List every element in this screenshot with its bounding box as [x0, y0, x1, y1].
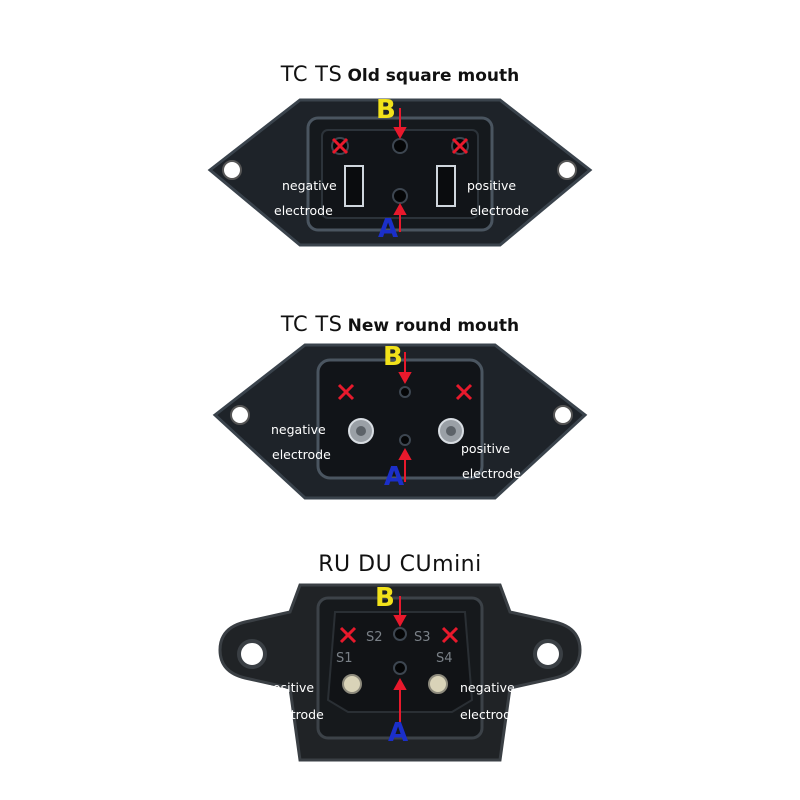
socket-3-mount-hole-left — [237, 639, 267, 669]
socket-2-left-label-line2: electrode — [272, 447, 331, 462]
socket-1-pin-hole-b — [392, 138, 408, 154]
socket-3-title: RU DU CUmini — [0, 552, 800, 577]
socket-2-label-b: B — [383, 342, 403, 372]
socket-3-pin-hole-b — [393, 627, 407, 641]
socket-3-cross-left — [339, 626, 357, 644]
socket-3-arrow-a — [393, 677, 407, 722]
socket-1-title-type: Old square mouth — [347, 66, 520, 86]
socket-2-right-label-line1: positive — [461, 441, 511, 456]
socket-3-negative-terminal — [428, 674, 448, 694]
socket-2-left-label-line1: negative — [271, 422, 326, 437]
socket-1-cross-right — [451, 137, 469, 155]
socket-2-label-a: A — [384, 462, 405, 492]
socket-3-right-label-line2: electrode — [460, 707, 519, 722]
socket-1-arrow-a — [393, 202, 407, 232]
socket-1-left-label-line1: negative — [282, 178, 337, 193]
socket-3-photo: S2 S3 S1 S4 — [218, 583, 582, 762]
socket-2-cross-right — [455, 383, 473, 401]
socket-1-cross-left — [331, 137, 349, 155]
socket-3-pin-mark-s3: S3 — [414, 630, 431, 645]
socket-3-arrow-b — [393, 596, 407, 628]
socket-1-pin-hole-a — [392, 188, 408, 204]
socket-3-label-a: A — [388, 718, 409, 748]
socket-2-photo — [212, 343, 588, 500]
socket-3-right-label-line1: negative — [460, 680, 515, 695]
socket-1-mount-hole-right — [557, 160, 577, 180]
socket-2-pin-hole-a — [399, 434, 411, 446]
socket-2-title-type: New round mouth — [347, 316, 520, 336]
socket-3-pin-mark-s4: S4 — [436, 651, 453, 666]
socket-1-title: TC TS Old square mouth — [0, 62, 800, 86]
socket-2-cross-left — [337, 383, 355, 401]
socket-1-label-a: A — [378, 214, 399, 244]
socket-1-label-b: B — [376, 95, 396, 125]
socket-2-mount-hole-right — [553, 405, 573, 425]
socket-1-right-label-line2: electrode — [470, 203, 529, 218]
socket-1-right-label-line1: positive — [467, 178, 517, 193]
socket-1-photo — [207, 98, 593, 247]
socket-1-arrow-b — [393, 108, 407, 140]
socket-1-positive-terminal — [436, 165, 456, 207]
socket-3-positive-terminal — [342, 674, 362, 694]
socket-1-negative-terminal — [344, 165, 364, 207]
socket-3-pin-mark-s2: S2 — [366, 630, 383, 645]
socket-2-mount-hole-left — [230, 405, 250, 425]
socket-2-title: TC TS New round mouth — [0, 312, 800, 336]
socket-1-left-label-line2: electrode — [274, 203, 333, 218]
socket-3-left-label-line2: electrode — [265, 707, 324, 722]
socket-2-arrow-a — [398, 447, 412, 482]
socket-3-label-b: B — [375, 583, 395, 613]
socket-2-mouth — [316, 358, 484, 480]
socket-3-pin-hole-a — [393, 661, 407, 675]
socket-3-title-models: RU DU CUmini — [318, 552, 482, 577]
socket-3-mount-hole-right — [533, 639, 563, 669]
socket-2-pin-hole-b — [399, 386, 411, 398]
socket-1-mount-hole-left — [222, 160, 242, 180]
socket-3-cross-right — [441, 626, 459, 644]
socket-2-title-models: TC TS — [280, 312, 343, 336]
socket-3-left-label-line1: positive — [265, 680, 315, 695]
socket-2-right-label-line2: electrode — [462, 466, 521, 481]
socket-1-title-models: TC TS — [280, 62, 343, 86]
socket-2-arrow-b — [398, 352, 412, 385]
socket-3-pin-mark-s1: S1 — [336, 651, 353, 666]
